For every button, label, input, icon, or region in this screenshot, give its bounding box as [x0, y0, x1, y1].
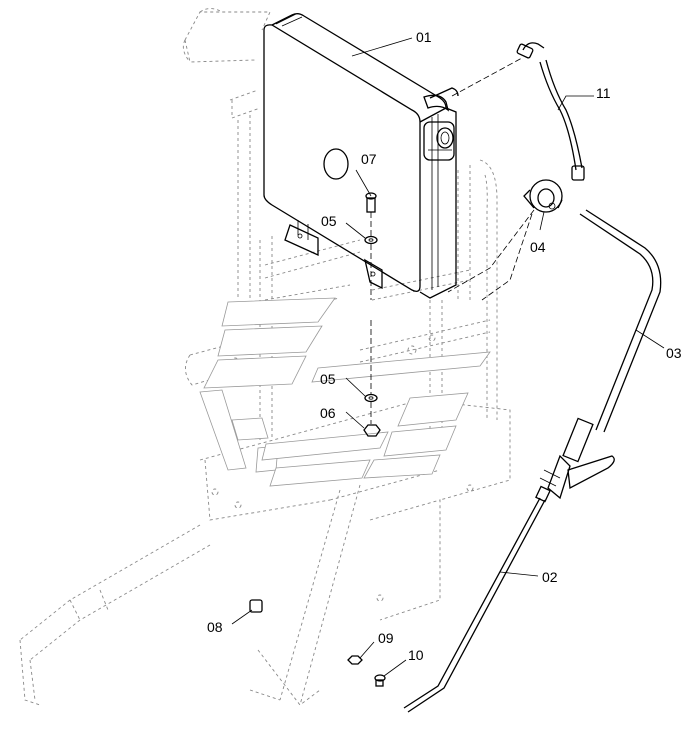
callout-10: 10 — [408, 647, 424, 663]
callout-07: 07 — [361, 151, 377, 167]
callout-02: 02 — [542, 569, 558, 585]
callout-01: 01 — [416, 29, 432, 45]
callout-11: 11 — [596, 85, 611, 101]
rod-part-02 — [403, 485, 551, 713]
control-box-part-01 — [263, 13, 459, 299]
shelf-panels — [199, 297, 491, 487]
cap-part-04 — [523, 179, 563, 213]
callout-05-upper: 05 — [321, 213, 337, 229]
fill-hose-part-03 — [539, 209, 662, 500]
callout-09: 09 — [378, 630, 394, 646]
fasteners — [249, 192, 386, 687]
hose-part-11 — [516, 42, 585, 181]
callout-04: 04 — [530, 239, 546, 255]
callout-05-lower: 05 — [320, 371, 336, 387]
callout-labels: 01 11 07 05 04 03 05 06 02 08 09 10 — [207, 29, 682, 663]
callout-03: 03 — [666, 345, 682, 361]
callout-08: 08 — [207, 619, 223, 635]
callout-06: 06 — [320, 405, 336, 421]
leader-lines — [231, 37, 665, 677]
